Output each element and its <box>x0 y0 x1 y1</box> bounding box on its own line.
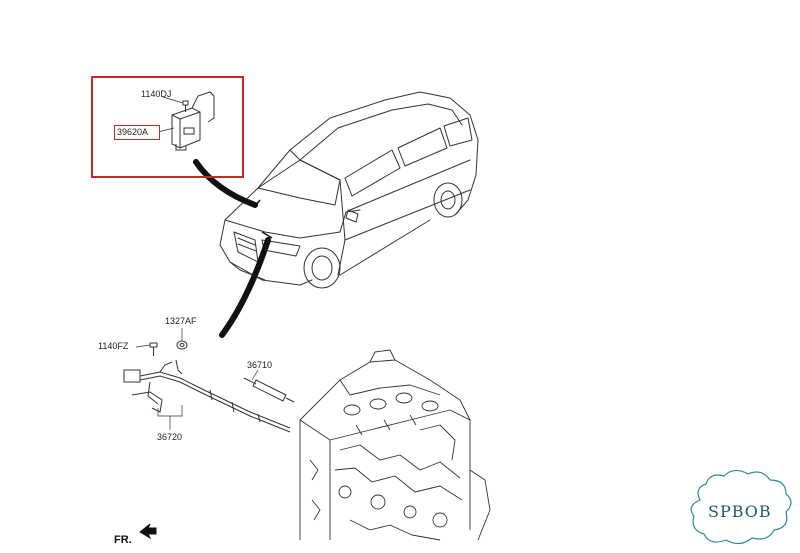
wiring-harness-icon <box>123 359 291 433</box>
van-marker-top <box>254 199 261 207</box>
van-marker-bottom <box>261 231 273 239</box>
callout-leader-top <box>193 159 258 208</box>
front-arrow-icon <box>139 523 157 540</box>
nut-icon <box>176 340 188 350</box>
engine-block-icon <box>299 349 491 541</box>
label-36720: 36720 <box>157 432 183 442</box>
label-39620A: 39620A <box>114 125 160 140</box>
label-36710: 36710 <box>247 360 273 370</box>
glow-plug-icon <box>243 377 295 403</box>
label-1327AF: 1327AF <box>165 316 197 326</box>
callout-box <box>91 76 244 178</box>
bolt-left-icon <box>149 342 158 356</box>
watermark-text: SPBOB <box>708 502 772 521</box>
callout-leader-bottom <box>219 237 271 338</box>
label-1140DJ: 1140DJ <box>141 89 172 99</box>
relay-unit-icon <box>171 91 215 151</box>
watermark-cloud-icon <box>690 469 792 545</box>
front-marker-label: FR. <box>114 534 132 546</box>
label-1140FZ: 1140FZ <box>98 341 129 351</box>
